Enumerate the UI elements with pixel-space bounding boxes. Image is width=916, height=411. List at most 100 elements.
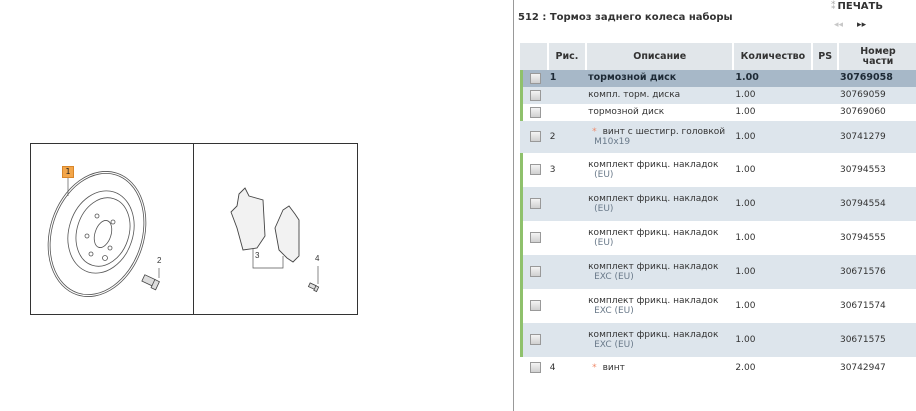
ps-value (812, 87, 838, 104)
part-number[interactable]: 30671576 (839, 266, 886, 277)
part-description: компл. торм. диска (588, 90, 681, 101)
next-page-icon[interactable]: ▸▸ (857, 20, 867, 30)
group-bar (520, 187, 524, 221)
part-number[interactable]: 30769060 (839, 107, 886, 118)
part-spec: EXC (EU) (594, 340, 634, 350)
previous-page-icon[interactable]: ◂◂ (834, 20, 844, 30)
print-button[interactable]: ⁑ ПЕЧАТЬ (831, 1, 883, 12)
part-spec: M10x19 (594, 137, 631, 147)
table-row[interactable]: тормозной диск 1.00 30769060 (520, 104, 916, 121)
diagram-divider (193, 144, 194, 314)
figure-number: 2 (549, 131, 556, 142)
row-checkbox[interactable] (529, 362, 541, 374)
group-bar (520, 153, 524, 187)
row-checkbox[interactable] (529, 334, 541, 346)
group-bar (520, 289, 524, 323)
table-row[interactable]: 4 *винт 2.00 30742947 (520, 357, 916, 379)
table-row[interactable]: комплект фрикц. накладок EXC (EU) 1.00 3… (520, 323, 916, 357)
part-description-cell: комплект фрикц. накладок (EU) (586, 153, 733, 187)
row-checkbox[interactable] (529, 89, 541, 101)
table-header-row: Рис. Описание Количество PS Номер части (520, 43, 916, 70)
row-checkbox[interactable] (529, 106, 541, 118)
part-description-cell: комплект фрикц. накладок EXC (EU) (586, 255, 733, 289)
part-description-cell: комплект фрикц. накладок (EU) (586, 221, 733, 255)
part-description: винт с шестигр. головкой (602, 126, 726, 137)
figure-number: 3 (549, 164, 556, 175)
figure-number (548, 187, 586, 221)
table-row[interactable]: 3 комплект фрикц. накладок (EU) 1.00 307… (520, 153, 916, 187)
row-checkbox[interactable] (529, 266, 541, 278)
row-checkbox[interactable] (529, 131, 541, 143)
callout-2[interactable]: 2 (157, 256, 162, 265)
group-bar (520, 255, 524, 289)
exploded-view-drawing (47, 171, 320, 297)
part-number[interactable]: 30671574 (839, 300, 886, 311)
quantity: 1.00 (735, 90, 756, 101)
group-bar (520, 323, 524, 357)
callout-1[interactable]: 1 (62, 166, 74, 178)
part-description: комплект фрикц. накладок (588, 227, 719, 238)
part-description: комплект фрикц. накладок (588, 261, 719, 272)
part-number[interactable]: 30794553 (839, 164, 886, 175)
printer-icon: ⁑ (831, 1, 836, 12)
row-checkbox[interactable] (529, 72, 541, 84)
table-row[interactable]: 2 *винт с шестигр. головкой M10x19 1.00 … (520, 121, 916, 153)
part-number[interactable]: 30741279 (839, 131, 886, 142)
quantity: 2.00 (735, 362, 756, 373)
figure-number (548, 323, 586, 357)
asterisk-icon: * (592, 362, 597, 373)
quantity: 1.00 (735, 300, 756, 311)
ps-value (812, 70, 838, 87)
figure-number: 1 (549, 72, 557, 84)
parts-panel: 512 : Тормоз заднего колеса наборы ⁑ ПЕЧ… (513, 0, 916, 411)
callout-4[interactable]: 4 (315, 254, 320, 263)
part-description: комплект фрикц. накладок (588, 159, 719, 170)
column-ps[interactable]: PS (812, 43, 839, 70)
table-row[interactable]: компл. торм. диска 1.00 30769059 (520, 87, 916, 104)
part-number[interactable]: 30742947 (839, 362, 886, 373)
brake-disc-drawing (47, 171, 147, 297)
brake-pads-drawing (230, 187, 300, 263)
ps-value (812, 187, 838, 221)
column-description[interactable]: Описание (586, 43, 735, 70)
quantity: 1.00 (735, 232, 756, 243)
group-bar-header (520, 43, 524, 70)
column-part-number[interactable]: Номер части (837, 43, 916, 70)
part-description-cell: * винт с шестигр. головкой M10x19 (586, 121, 733, 153)
ps-value (812, 221, 838, 255)
part-number[interactable]: 30671575 (839, 334, 886, 345)
parts-diagram: 1 2 3 4 (30, 143, 358, 315)
pagination: ◂◂ ▸▸ (834, 20, 866, 30)
row-checkbox[interactable] (529, 300, 541, 312)
part-number[interactable]: 30769058 (839, 72, 893, 84)
column-quantity[interactable]: Количество (733, 43, 814, 70)
ps-value (812, 104, 838, 121)
asterisk-icon: * (592, 126, 597, 137)
ps-value (812, 323, 838, 357)
table-row[interactable]: 1 тормозной диск 1.00 30769058 (520, 70, 916, 87)
group-bar (520, 87, 524, 104)
part-description-cell: комплект фрикц. накладок EXC (EU) (586, 289, 733, 323)
part-number[interactable]: 30794555 (839, 232, 886, 243)
part-description: тормозной диск (588, 107, 665, 118)
table-row[interactable]: комплект фрикц. накладок (EU) 1.00 30794… (520, 221, 916, 255)
ps-value (812, 289, 838, 323)
figure-number (548, 87, 586, 104)
part-description: тормозной диск (588, 72, 677, 84)
figure-number (548, 289, 586, 323)
table-row[interactable]: комплект фрикц. накладок (EU) 1.00 30794… (520, 187, 916, 221)
table-row[interactable]: комплект фрикц. накладок EXC (EU) 1.00 3… (520, 289, 916, 323)
part-spec: (EU) (594, 170, 614, 180)
callout-3[interactable]: 3 (255, 251, 260, 260)
column-figure[interactable]: Рис. (547, 43, 588, 70)
group-bar (520, 70, 524, 87)
quantity: 1.00 (735, 164, 756, 175)
row-checkbox[interactable] (529, 198, 541, 210)
table-row[interactable]: комплект фрикц. накладок EXC (EU) 1.00 3… (520, 255, 916, 289)
figure-number (548, 255, 586, 289)
part-number[interactable]: 30794554 (839, 198, 886, 209)
row-checkbox[interactable] (529, 164, 541, 176)
part-number[interactable]: 30769059 (839, 90, 886, 101)
part-spec: EXC (EU) (594, 306, 634, 316)
row-checkbox[interactable] (529, 232, 541, 244)
